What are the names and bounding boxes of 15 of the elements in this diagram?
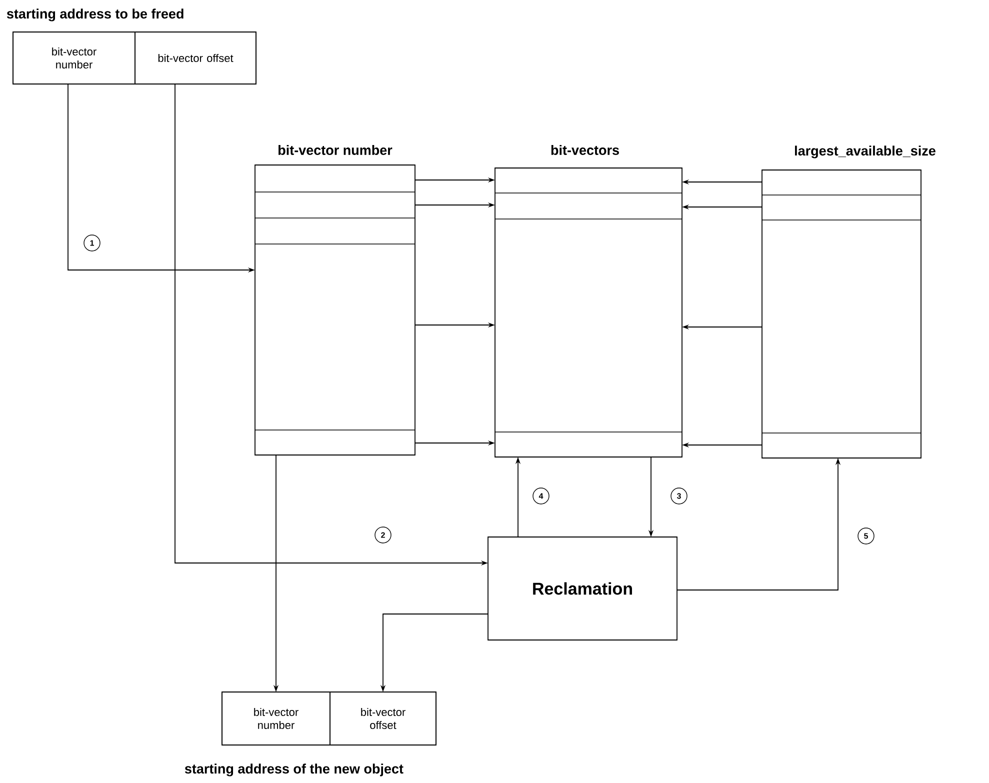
process-box: Reclamation (488, 536, 678, 640)
step-number: 5 (858, 528, 874, 544)
heading: starting address to be freed (6, 8, 184, 22)
step-number: 4 (532, 488, 550, 504)
step-number: 1 (84, 234, 100, 252)
heading: starting address of the new object (184, 764, 404, 776)
step-number: 2 (374, 526, 392, 544)
heading: bit-vectors (551, 145, 619, 155)
heading: bit-vector number (278, 145, 392, 155)
field-cell: bit-vector offset (330, 692, 436, 746)
field-cell: bit-vector number (12, 32, 136, 84)
field-cell: bit-vector number (222, 692, 330, 746)
heading: largest_available_size (795, 146, 936, 158)
step-number: 3 (670, 488, 688, 504)
field-cell: bit-vector offset (134, 32, 256, 84)
